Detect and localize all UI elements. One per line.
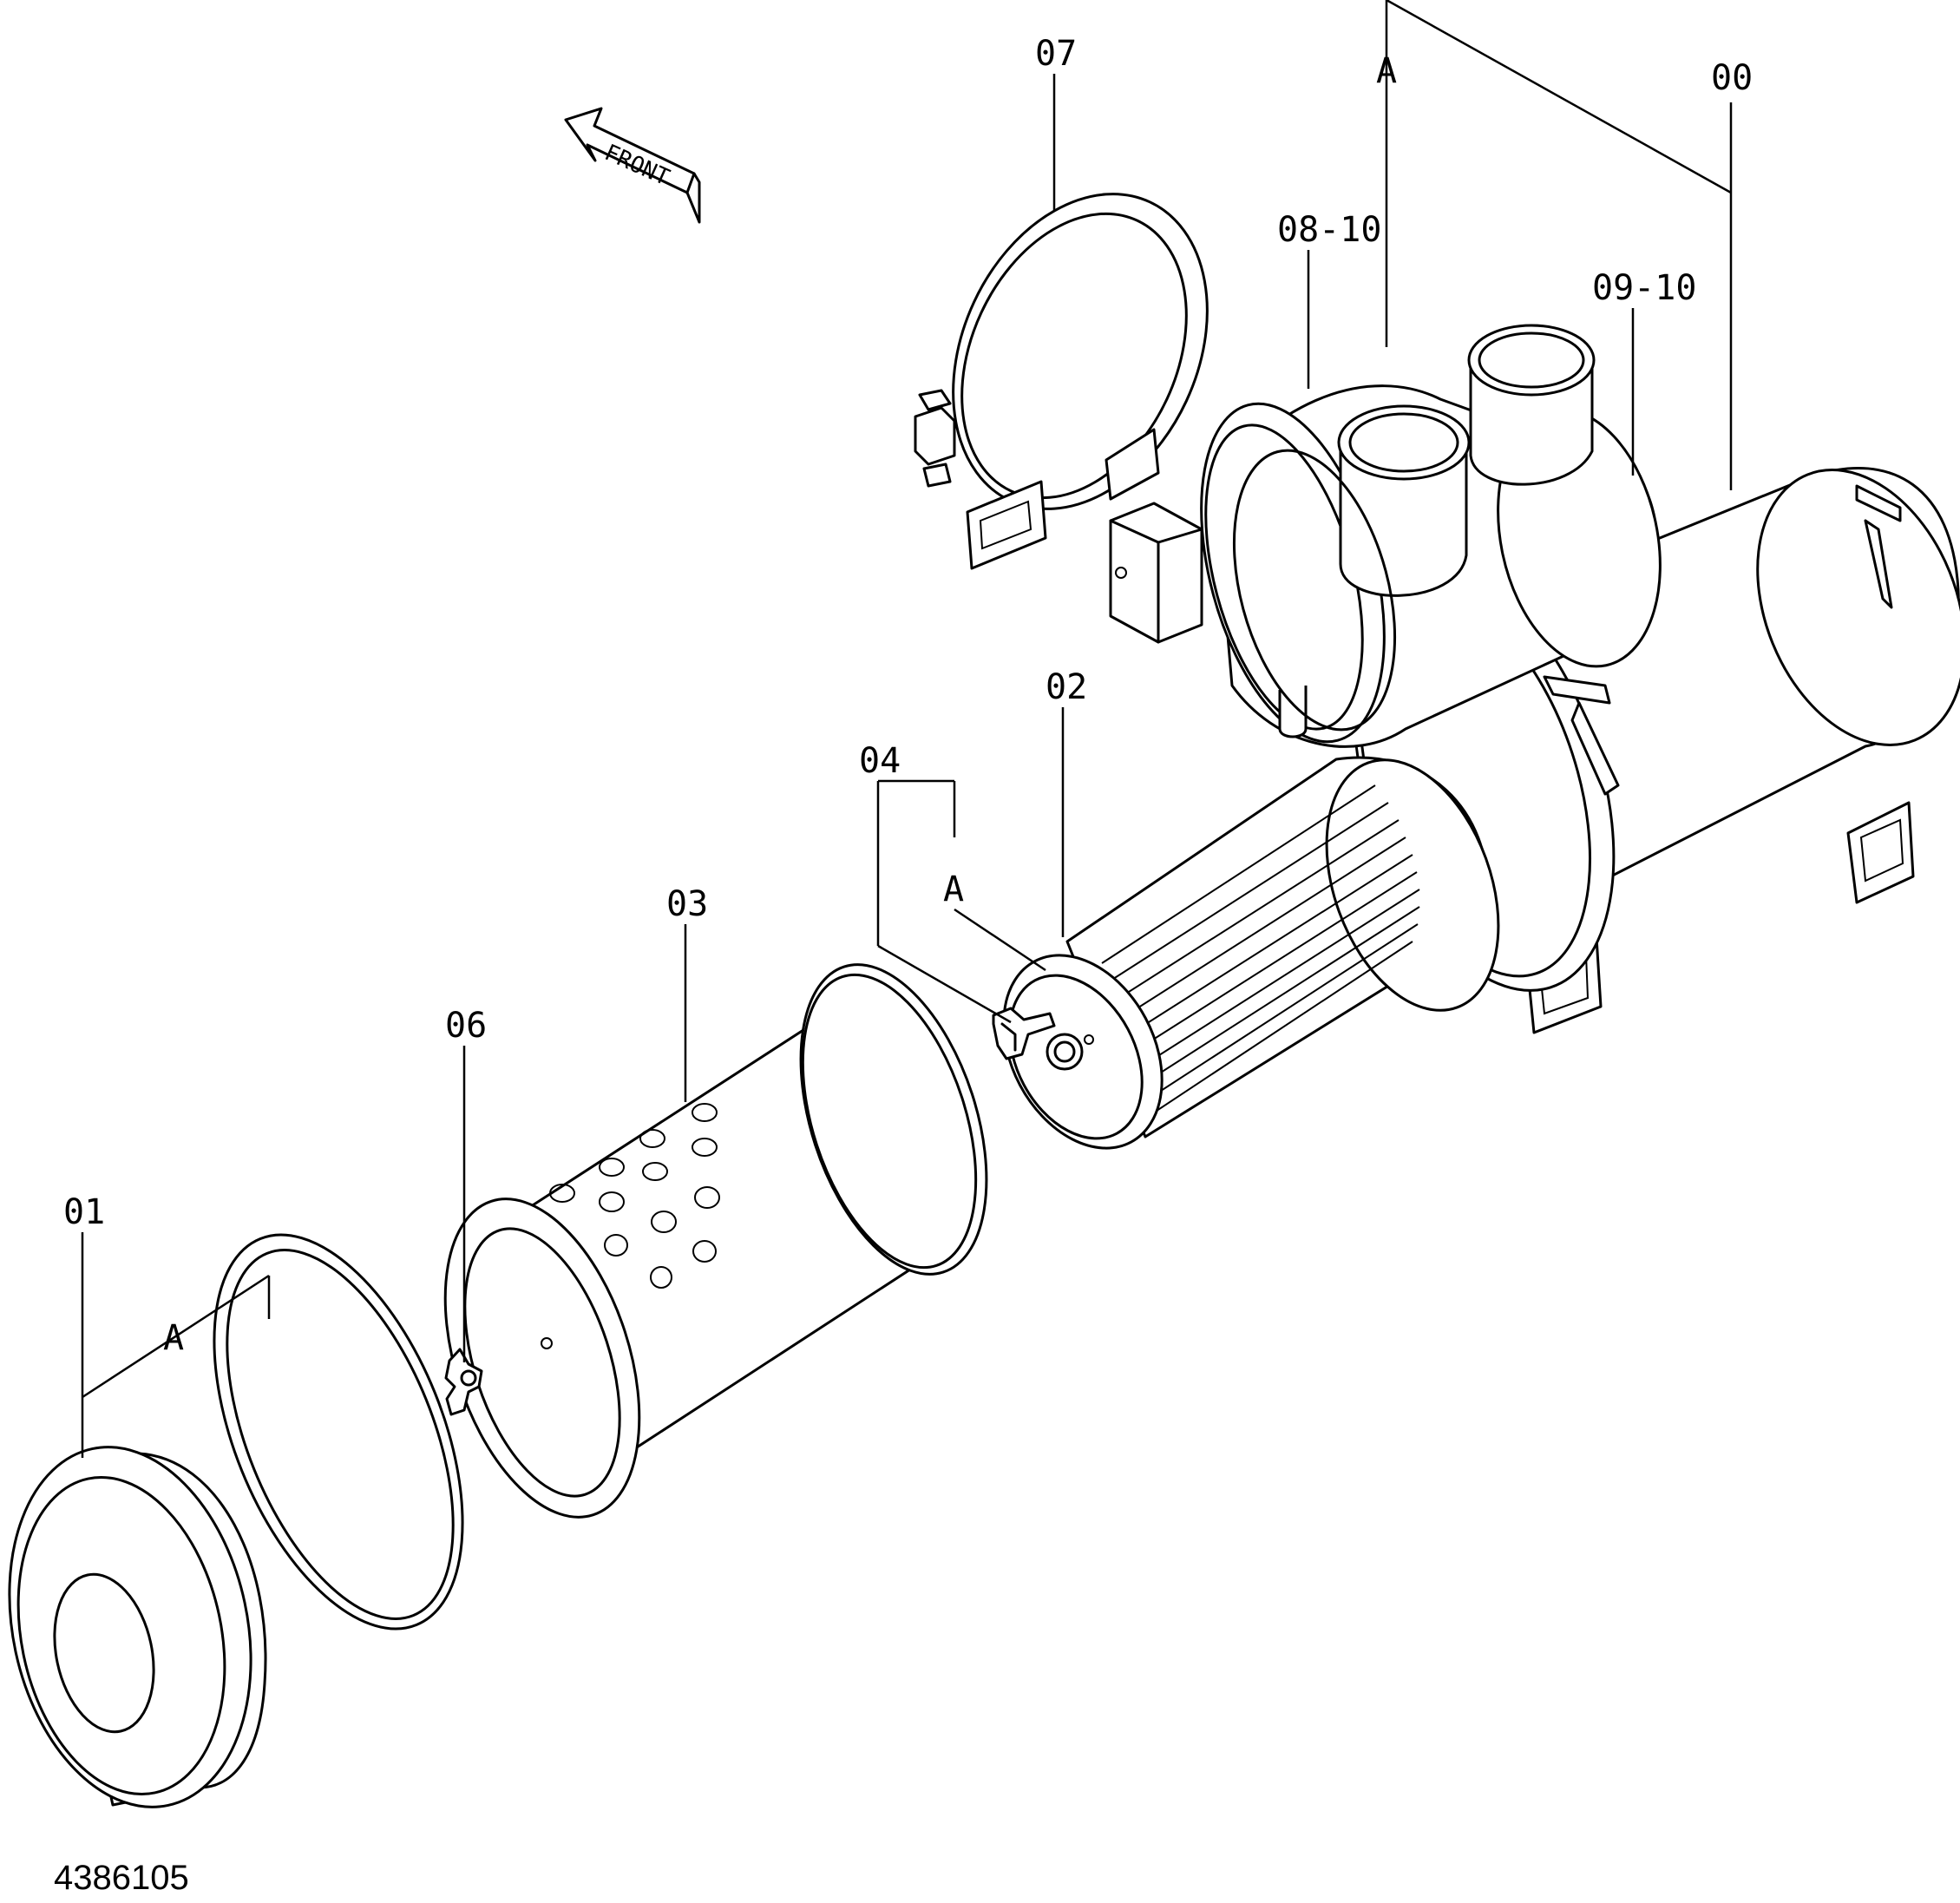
label-07: 07 <box>1035 34 1077 74</box>
leader-lines <box>81 0 1733 1458</box>
labels: 07 A 00 08-10 09-10 02 04 A 03 06 01 A 4… <box>54 34 1753 1897</box>
label-group-a-middle: A <box>943 869 964 909</box>
label-03: 03 <box>666 884 708 924</box>
drawing-code: 4386105 <box>54 1859 189 1897</box>
label-02: 02 <box>1046 667 1087 707</box>
label-09-10: 09-10 <box>1592 268 1696 308</box>
label-08-10: 08-10 <box>1277 210 1381 250</box>
label-group-a-left: A <box>163 1318 184 1358</box>
clamp-band <box>914 193 1209 570</box>
label-06: 06 <box>445 1006 487 1046</box>
seal-ring <box>213 1233 464 1631</box>
label-04: 04 <box>859 741 901 781</box>
label-00: 00 <box>1711 58 1753 98</box>
label-group-a-top: A <box>1376 51 1397 91</box>
label-01: 01 <box>63 1192 105 1232</box>
dust-cover-end-cap <box>8 1446 267 1808</box>
outer-filter-element <box>443 963 988 1519</box>
inner-element-end-cap <box>1002 954 1164 1150</box>
front-arrow: FRONT <box>564 107 701 224</box>
air-cleaner-housing <box>1065 324 1960 1139</box>
wing-nut-lower <box>444 1348 483 1416</box>
